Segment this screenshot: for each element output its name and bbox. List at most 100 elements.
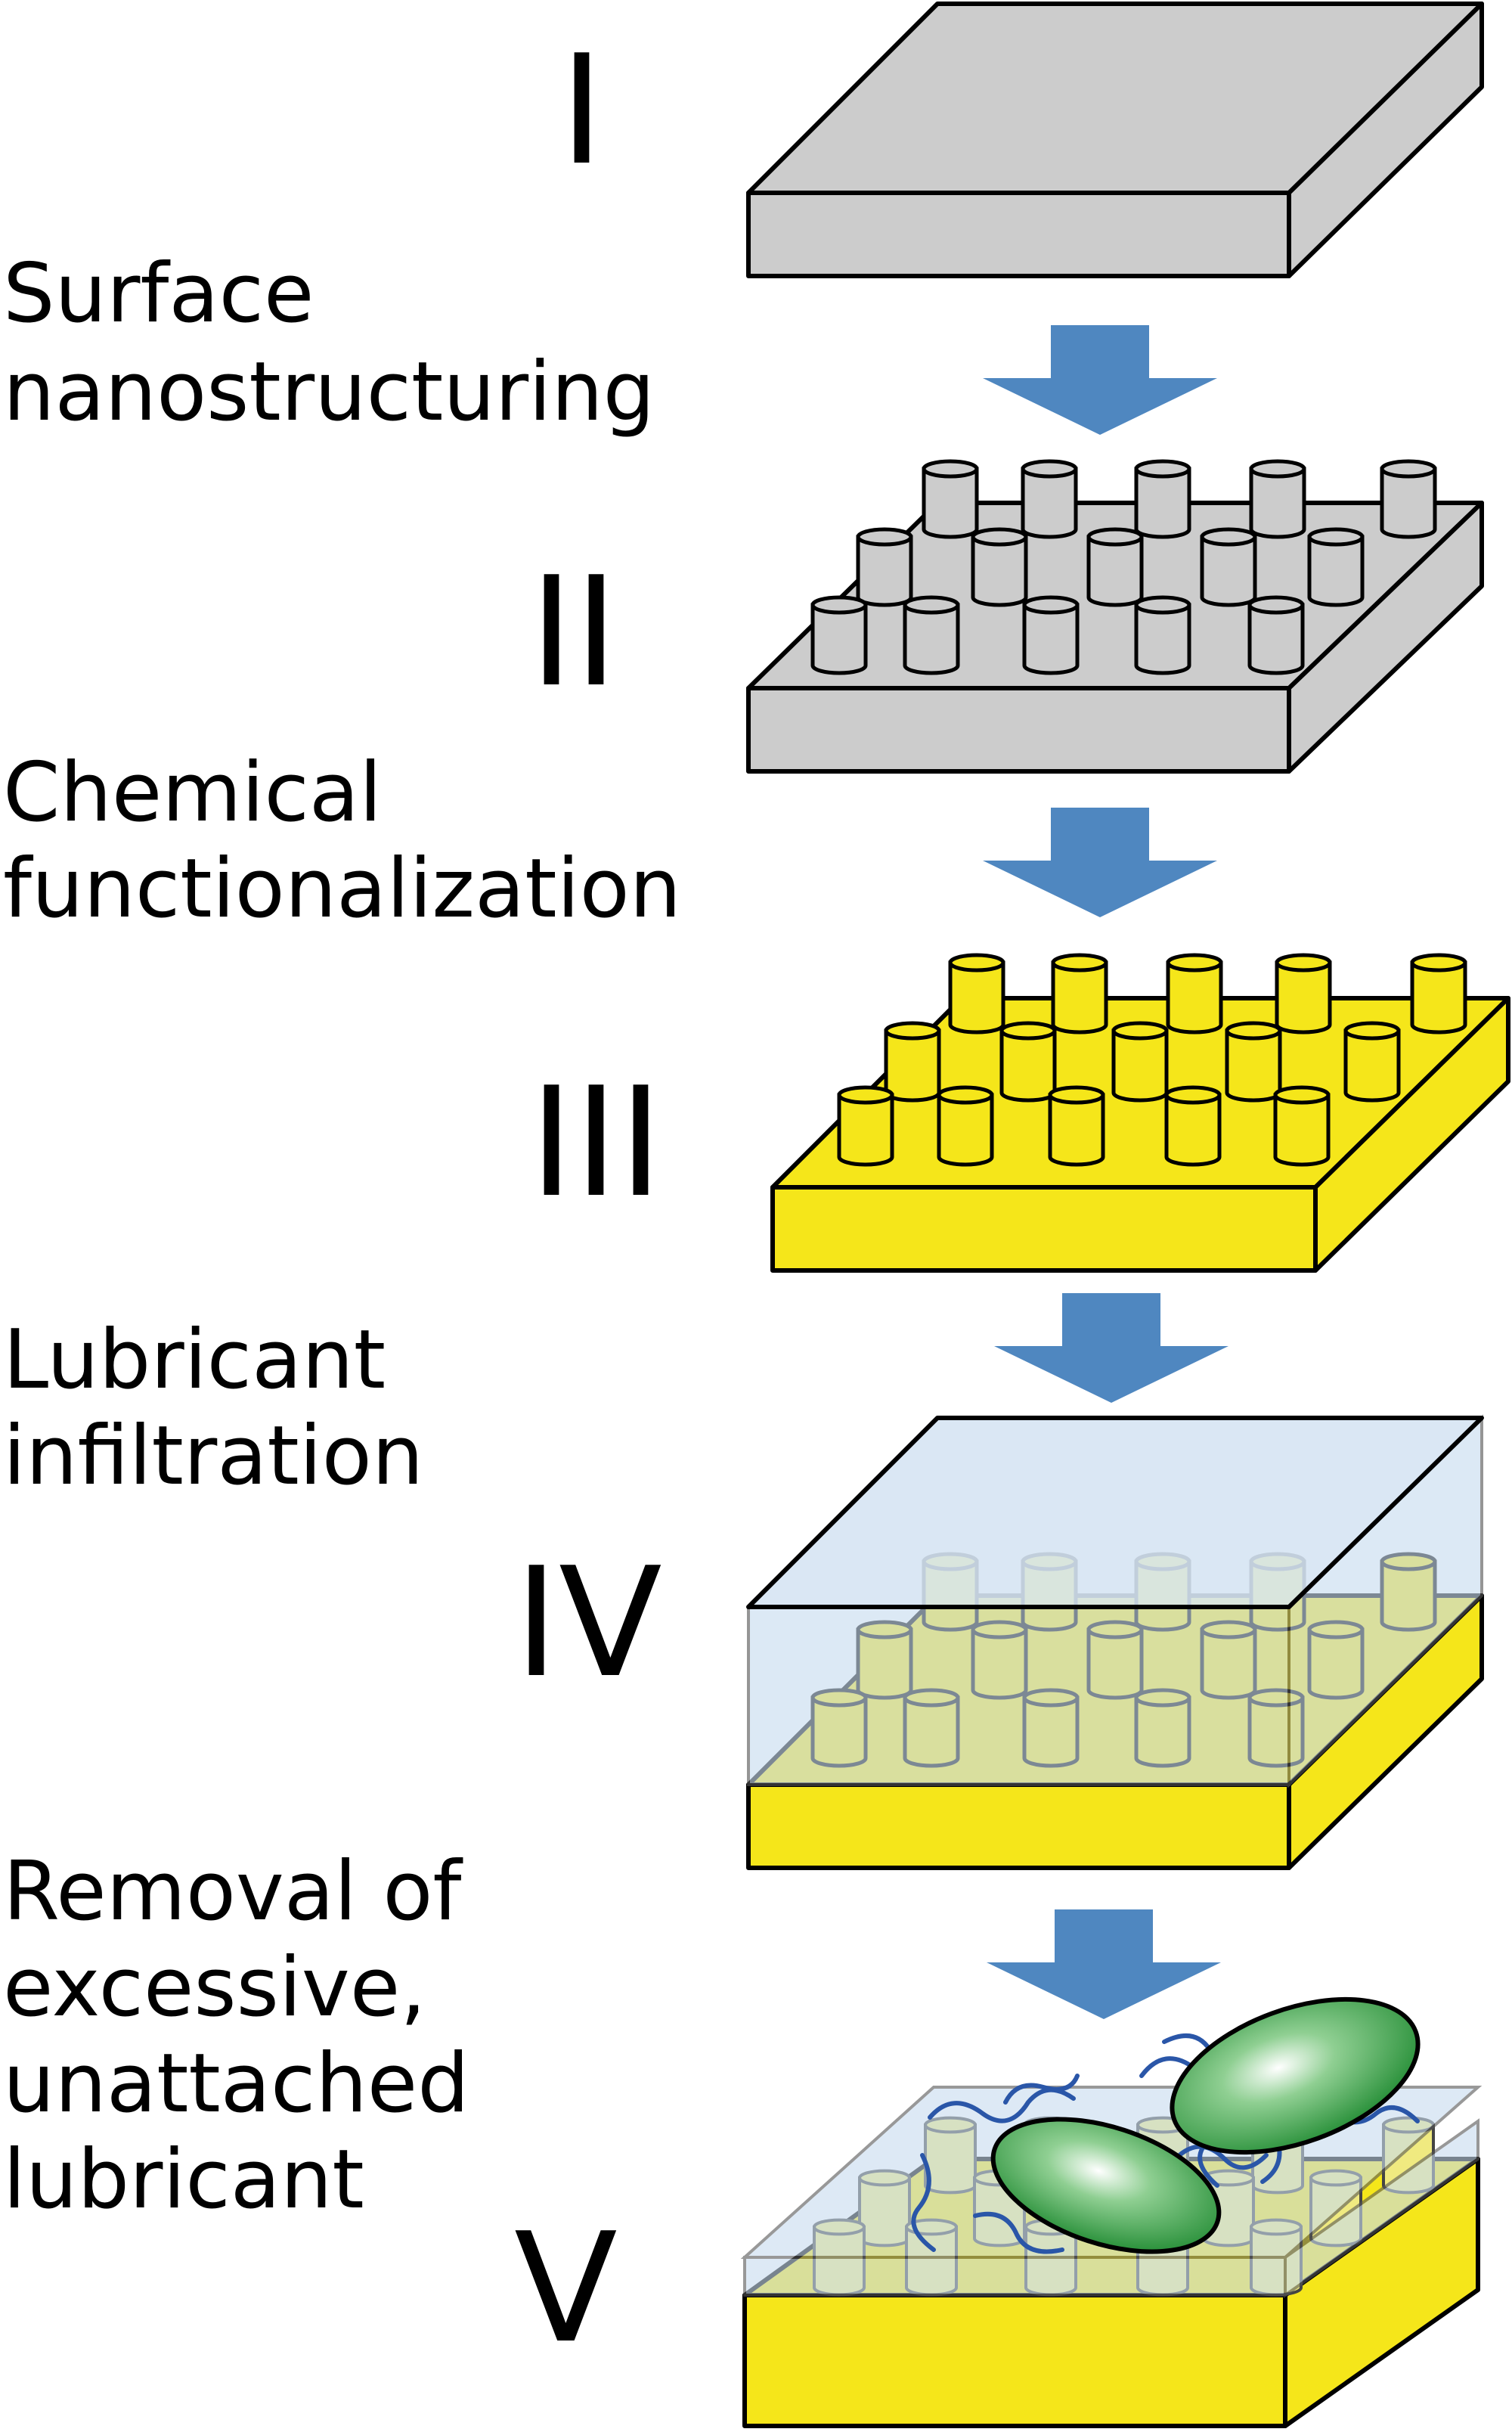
nanopillar-top <box>1166 953 1223 972</box>
nanopillar-body <box>948 960 1005 1035</box>
step-label-line: infiltration <box>3 1409 423 1503</box>
slab-front <box>742 2293 1287 2428</box>
nanopillar-top <box>1307 527 1365 547</box>
nanopillar <box>1249 459 1306 539</box>
nanopillar <box>1164 1085 1222 1167</box>
process-arrow-icon <box>983 325 1217 435</box>
stage-1-flat-substrate <box>746 2 1484 278</box>
stage-2-nanostructured-substrate <box>746 459 1484 774</box>
nanopillar <box>1200 527 1257 607</box>
step-label-line: Lubricant <box>3 1313 386 1407</box>
slab-front <box>746 1782 1291 1870</box>
nanopillar-body <box>856 535 913 607</box>
nanopillar-body <box>884 1028 941 1103</box>
nanopillar <box>1134 595 1191 675</box>
nanopillar-top <box>856 527 913 547</box>
nanopillar-top <box>971 527 1028 547</box>
nanopillar <box>999 1021 1057 1103</box>
polymer-chain <box>1177 2144 1269 2170</box>
step-label-line: functionalization <box>3 842 681 936</box>
pillar-array <box>837 953 1467 1167</box>
stage-numeral-1: I <box>559 23 604 199</box>
nanopillar <box>1275 953 1332 1035</box>
nanopillar-body <box>837 1093 894 1167</box>
nanopillar <box>971 527 1028 607</box>
stage-numeral-4: IV <box>514 1535 662 1711</box>
step-label-line: nanostructuring <box>3 345 655 439</box>
nanopillar-body <box>937 1093 994 1167</box>
nanopillar-top <box>1022 595 1080 615</box>
nanopillar <box>1225 1021 1282 1103</box>
step-label-line: excessive, <box>3 1940 426 2035</box>
nanopillar-body <box>922 467 979 539</box>
stage-3-functionalized-substrate <box>770 953 1510 1273</box>
nanopillar <box>903 595 960 675</box>
nanopillar-body <box>1051 960 1108 1035</box>
nanopillar-top <box>1051 953 1108 972</box>
nanopillar-top <box>1247 595 1305 615</box>
lubricant-front <box>743 2256 1287 2297</box>
nanopillar-top <box>948 953 1005 972</box>
nanopillar <box>1247 595 1305 675</box>
nanopillar-body <box>1086 535 1144 607</box>
nanopillar <box>884 1021 941 1103</box>
nanopillar-top <box>1275 953 1332 972</box>
nanopillar <box>1111 1021 1169 1103</box>
polymer-chain <box>973 2211 1064 2254</box>
step-label-line: Chemical <box>3 746 382 840</box>
nanopillar-top <box>1380 459 1437 479</box>
nanopillar-top <box>1111 1021 1169 1041</box>
nanopillar <box>1021 459 1078 539</box>
slab-front <box>746 191 1291 278</box>
nanopillar <box>856 527 913 607</box>
bacterium-icon <box>990 2117 1222 2254</box>
nanopillar-body <box>1200 535 1257 607</box>
nanopillar-top <box>922 459 979 479</box>
nanopillar-top <box>1134 459 1191 479</box>
nanopillar <box>1051 953 1108 1035</box>
polymer-chain <box>1003 2074 1080 2105</box>
nanopillar-top <box>1134 595 1191 615</box>
stage-numeral-5: V <box>514 2201 618 2377</box>
stage-5-final-surface <box>740 1996 1483 2428</box>
nanopillar-body <box>903 603 960 675</box>
nanopillar-top <box>903 595 960 615</box>
slab-front <box>770 1185 1318 1273</box>
nanopillar-body <box>1134 603 1191 675</box>
nanopillar <box>1086 527 1144 607</box>
slab-front <box>746 686 1291 774</box>
nanopillar-top <box>884 1021 941 1041</box>
nanopillar-top <box>1225 1021 1282 1041</box>
nanopillar <box>1048 1085 1105 1167</box>
slab-side <box>1313 996 1510 1273</box>
slab-side <box>1287 501 1484 774</box>
nanopillar-body <box>1410 960 1467 1035</box>
stage-4-lubricant-infiltrated <box>746 1414 1484 1870</box>
pillar-array <box>810 459 1437 675</box>
nanopillar <box>837 1085 894 1167</box>
nanopillar-body <box>1225 1028 1282 1103</box>
step-label-line: Surface <box>3 247 314 341</box>
lubricant-front <box>747 1605 1290 1786</box>
nanopillar-top <box>1410 953 1467 972</box>
nanopillar-top <box>837 1085 894 1105</box>
nanopillar-top <box>810 595 868 615</box>
nanopillar-top <box>1021 459 1078 479</box>
polymer-chain <box>911 2153 936 2252</box>
nanopillar-top <box>1343 1021 1401 1041</box>
process-arrow-icon <box>983 808 1217 917</box>
nanopillar <box>1307 527 1365 607</box>
lubricant-top <box>746 1416 1484 1609</box>
nanopillar-body <box>1273 1093 1331 1167</box>
step-label-functionalization: Chemical functionalization <box>3 746 681 936</box>
bacterium-icon <box>1170 1996 1421 2155</box>
step-label-line: lubricant <box>3 2133 364 2227</box>
stage-numeral-2: II <box>529 544 618 721</box>
nanopillar-body <box>971 535 1028 607</box>
nanopillar-top <box>1249 459 1306 479</box>
nanopillar <box>1273 1085 1331 1167</box>
nanopillar <box>948 953 1005 1035</box>
step-label-line: unattached <box>3 2036 469 2131</box>
nanopillar <box>1343 1021 1401 1103</box>
